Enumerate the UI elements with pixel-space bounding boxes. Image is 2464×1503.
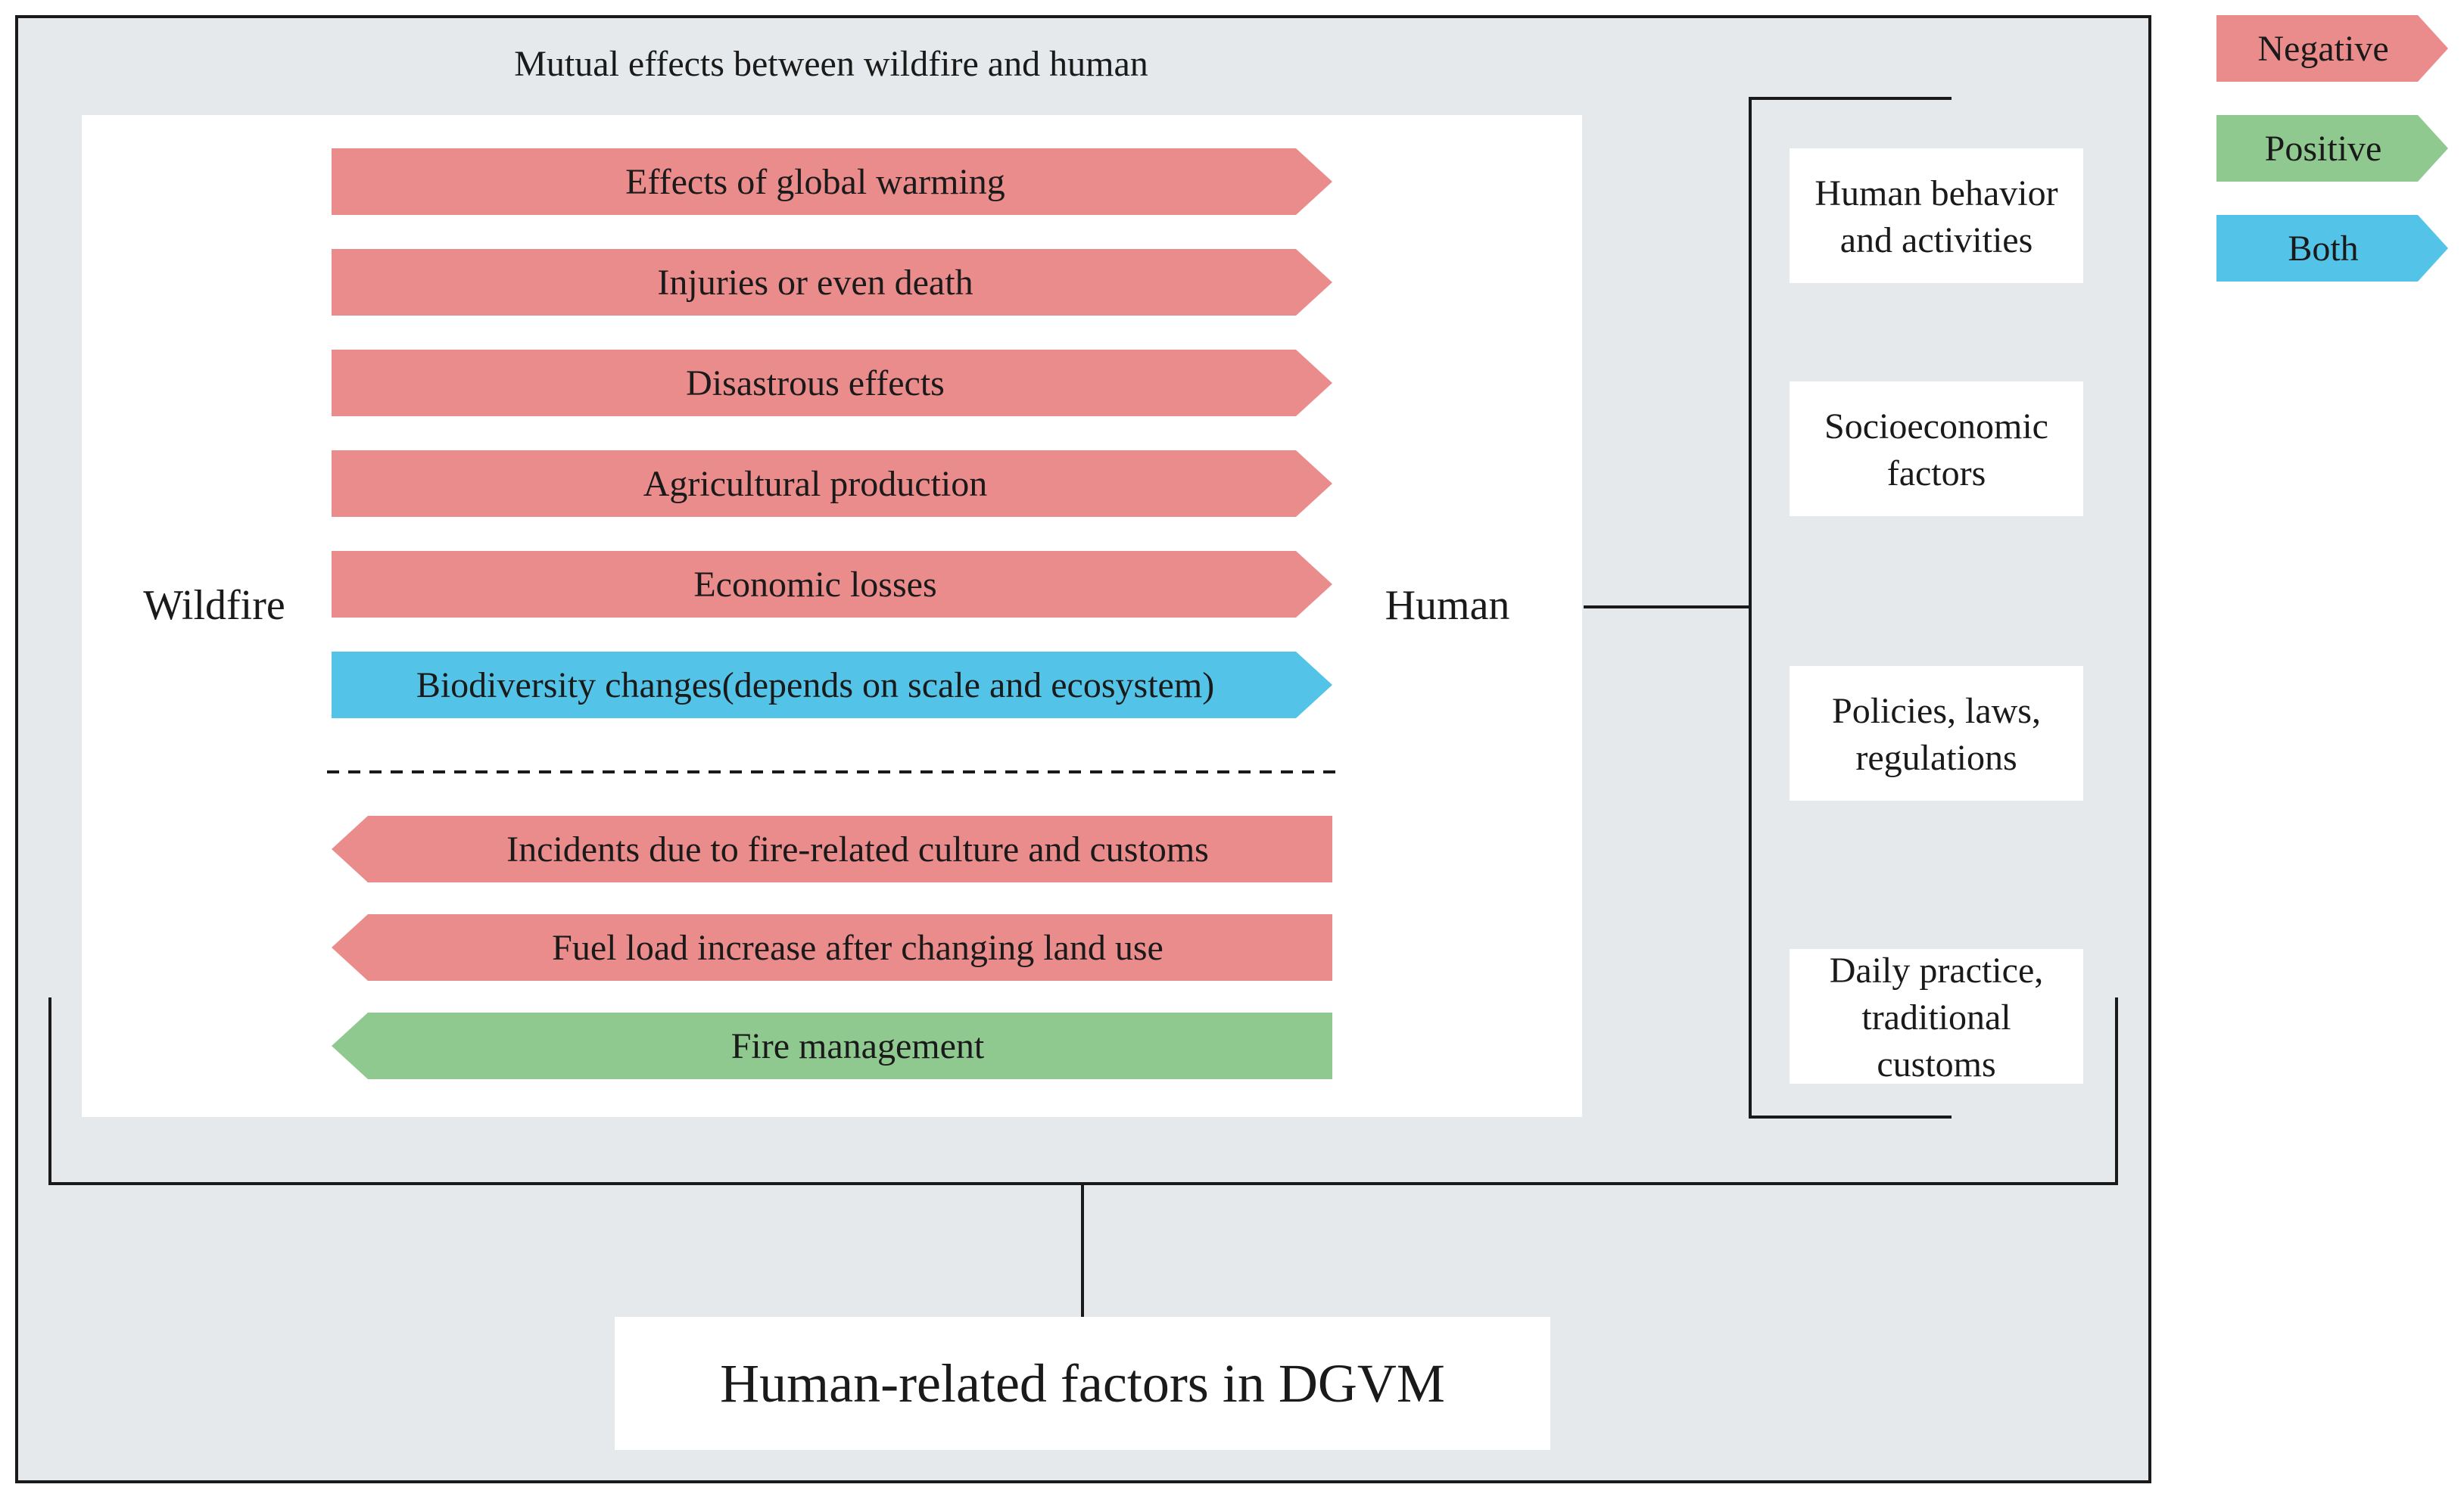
- factor-box: Policies, laws, regulations: [1790, 666, 2083, 801]
- arrow-shape: [332, 652, 1332, 718]
- human-factor-boxes: Human behavior and activitiesSocioeconomi…: [1790, 148, 2083, 1084]
- arrow-shape: [332, 350, 1332, 416]
- arrow-effects-of-global-warming: Effects of global warming: [332, 148, 1332, 215]
- factor-label-line: Daily practice,: [1830, 951, 2044, 991]
- factor-box-bg: [1790, 666, 2083, 801]
- diagram-title: Mutual effects between wildfire and huma…: [514, 44, 1148, 84]
- factor-box-bg: [1790, 148, 2083, 283]
- legend-label: Positive: [2265, 129, 2382, 169]
- factor-label-line: Policies, laws,: [1832, 691, 2041, 731]
- factor-label-line: traditional: [1861, 997, 2011, 1038]
- arrow-label: Economic losses: [693, 565, 936, 605]
- factor-label-line: and activities: [1840, 220, 2033, 260]
- human-to-wildfire-arrows: Incidents due to fire-related culture an…: [332, 816, 1332, 1079]
- human-label: Human: [1385, 582, 1510, 629]
- arrow-label: Effects of global warming: [625, 162, 1005, 202]
- factor-box-bg: [1790, 949, 2083, 1084]
- legend-swatch: [2216, 215, 2448, 282]
- arrow-label: Biodiversity changes(depends on scale an…: [416, 665, 1214, 705]
- arrow-shape: [332, 914, 1332, 981]
- wildfire-label: Wildfire: [143, 582, 285, 629]
- legend-swatch: [2216, 115, 2448, 182]
- arrow-label: Injuries or even death: [657, 263, 973, 303]
- arrow-label: Fuel load increase after changing land u…: [552, 928, 1163, 968]
- legend-item-negative: Negative: [2216, 15, 2448, 82]
- factors-bracket: [1749, 97, 1952, 1119]
- legend-item-both: Both: [2216, 215, 2448, 282]
- factor-label-line: Socioeconomic: [1824, 406, 2048, 447]
- arrow-shape: [332, 816, 1332, 882]
- arrow-shape: [332, 551, 1332, 618]
- arrow-shape: [332, 450, 1332, 517]
- arrow-shape: [332, 148, 1332, 215]
- arrow-disastrous-effects: Disastrous effects: [332, 350, 1332, 416]
- factor-label-line: customs: [1877, 1044, 1995, 1084]
- dgvm-box: [615, 1317, 1550, 1450]
- arrow-incidents-due-to-fire-related-culture-and-customs: Incidents due to fire-related culture an…: [332, 816, 1332, 882]
- factor-label-line: regulations: [1855, 738, 2017, 778]
- legend-label: Negative: [2257, 29, 2388, 69]
- arrow-label: Incidents due to fire-related culture an…: [506, 829, 1209, 870]
- arrow-injuries-or-even-death: Injuries or even death: [332, 249, 1332, 316]
- arrow-agricultural-production: Agricultural production: [332, 450, 1332, 517]
- arrow-biodiversity-changes-depends-on-scale-and-ecosystem: Biodiversity changes(depends on scale an…: [332, 652, 1332, 718]
- factor-box-bg: [1790, 381, 2083, 516]
- factor-label-line: factors: [1887, 453, 1986, 493]
- arrow-shape: [332, 1013, 1332, 1079]
- factor-label-line: Human behavior: [1815, 173, 2057, 213]
- factor-box: Socioeconomic factors: [1790, 381, 2083, 516]
- arrow-label: Disastrous effects: [686, 363, 945, 403]
- factor-box: Human behavior and activities: [1790, 148, 2083, 283]
- arrow-shape: [332, 249, 1332, 316]
- arrow-economic-losses: Economic losses: [332, 551, 1332, 618]
- factor-box: Daily practice, traditional customs: [1790, 949, 2083, 1084]
- arrow-fire-management: Fire management: [332, 1013, 1332, 1079]
- legend-swatch: [2216, 15, 2448, 82]
- arrow-fuel-load-increase-after-changing-land-use: Fuel load increase after changing land u…: [332, 914, 1332, 981]
- arrow-label: Fire management: [731, 1026, 985, 1066]
- legend-item-positive: Positive: [2216, 115, 2448, 182]
- legend-label: Both: [2288, 229, 2358, 269]
- dgvm-box-label: Human-related factors in DGVM: [720, 1353, 1445, 1414]
- arrow-label: Agricultural production: [643, 464, 988, 504]
